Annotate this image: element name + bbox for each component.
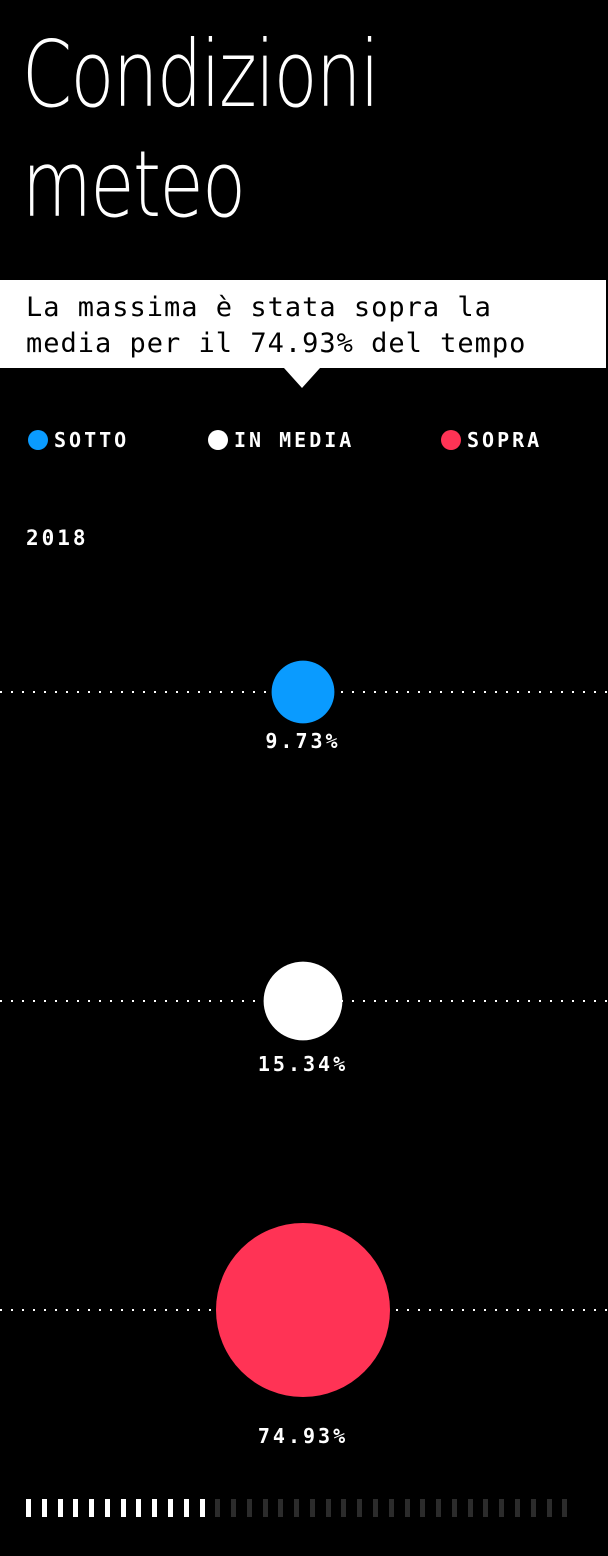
page-title: Condizioni meteo (22, 20, 459, 240)
timeline-tick (167, 1499, 173, 1517)
timeline-tick (373, 1499, 378, 1517)
timeline-tick (215, 1499, 221, 1517)
legend-dot-sopra (441, 430, 461, 450)
timeline-tick (57, 1499, 63, 1517)
timeline-tick (404, 1499, 410, 1517)
bubble-in-media (263, 961, 343, 1041)
timeline-tick (294, 1499, 300, 1517)
title-line-1: Condizioni (22, 21, 380, 128)
timeline-tick (278, 1499, 284, 1517)
legend-label-in-media: IN MEDIA (234, 428, 355, 452)
value-label-sopra: 74.93% (258, 1424, 348, 1448)
timeline-tick (26, 1499, 31, 1517)
timeline-tick (246, 1499, 252, 1517)
timeline-tick (499, 1499, 505, 1517)
legend-label-sotto: SOTTO (54, 428, 130, 452)
timeline-tick (562, 1499, 568, 1517)
legend-item-sopra: SOPRA (441, 428, 542, 452)
timeline-progress (26, 1499, 578, 1517)
value-label-in-media: 15.34% (258, 1052, 348, 1076)
title-line-2: meteo (22, 131, 246, 238)
timeline-tick (341, 1499, 347, 1517)
legend-dot-in-media (208, 430, 228, 450)
timeline-tick (467, 1499, 473, 1517)
bubble-sotto (271, 660, 335, 724)
timeline-tick (120, 1499, 126, 1517)
legend-dot-sotto (28, 430, 48, 450)
timeline-tick (41, 1499, 47, 1517)
timeline-tick (89, 1499, 95, 1517)
timeline-tick (136, 1499, 142, 1517)
timeline-tick (152, 1499, 158, 1517)
timeline-tick (357, 1499, 363, 1517)
year-label: 2018 (26, 526, 89, 550)
callout-line-2: media per il 74.93% del tempo (26, 328, 527, 359)
timeline-tick (514, 1499, 520, 1517)
timeline-tick (183, 1499, 189, 1517)
timeline-tick (483, 1499, 489, 1517)
timeline-tick (73, 1499, 79, 1517)
callout-line-1: La massima è stata sopra la (26, 292, 492, 323)
timeline-tick (104, 1499, 110, 1517)
callout-pointer (284, 368, 320, 388)
timeline-tick (309, 1499, 315, 1517)
value-label-sotto: 9.73% (265, 729, 340, 753)
timeline-tick (530, 1499, 536, 1517)
bubble-sopra (216, 1223, 390, 1397)
legend-item-sotto: SOTTO (28, 428, 129, 452)
timeline-tick (546, 1499, 552, 1517)
timeline-tick (388, 1499, 394, 1517)
legend-item-in-media: IN MEDIA (208, 428, 354, 452)
timeline-tick (199, 1499, 205, 1517)
timeline-tick (325, 1499, 331, 1517)
summary-callout: La massima è stata sopra la media per il… (0, 280, 606, 368)
legend-label-sopra: SOPRA (467, 428, 543, 452)
timeline-tick (436, 1499, 442, 1517)
timeline-tick (262, 1499, 268, 1517)
timeline-tick (231, 1499, 236, 1517)
timeline-tick (451, 1499, 457, 1517)
timeline-tick (420, 1499, 426, 1517)
